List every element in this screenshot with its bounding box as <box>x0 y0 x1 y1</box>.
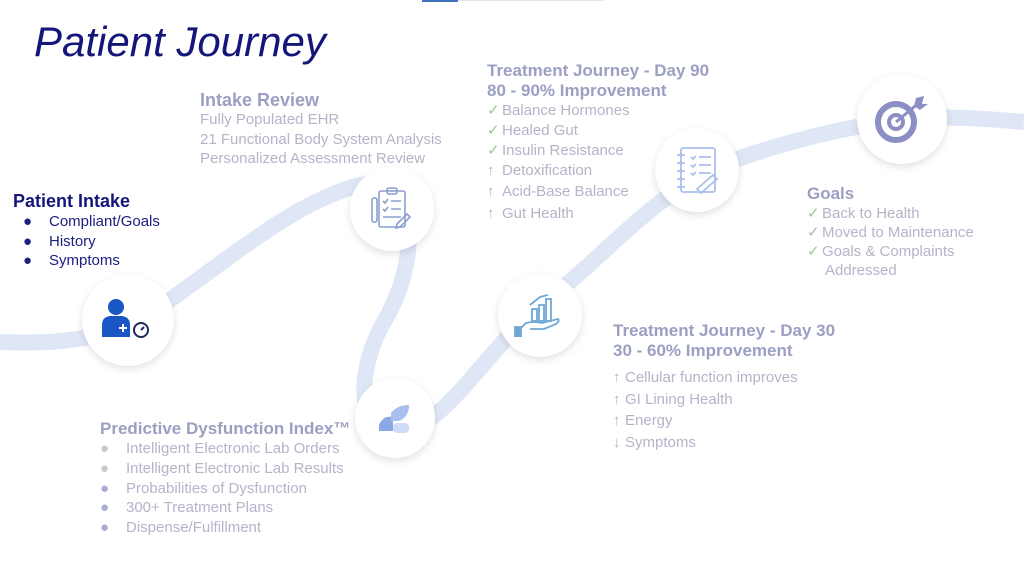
day90-heading: Treatment Journey - Day 90 <box>487 61 710 80</box>
day90-section: Treatment Journey - Day 90 80 - 90% Impr… <box>487 61 709 224</box>
intake-review-section: Intake Review Fully Populated EHR 21 Fun… <box>200 90 442 169</box>
list-item: ✓Back to Health <box>807 205 920 222</box>
predictive-section: Predictive Dysfunction Index™ ●Intellige… <box>100 419 350 538</box>
list-item: ↑GI Lining Health <box>613 389 835 411</box>
intake-review-node <box>350 167 434 251</box>
list-item: ↑Detoxification <box>487 162 593 179</box>
list-item: ●Symptoms <box>23 252 120 269</box>
list-item: ↑Acid-Base Balance <box>487 183 629 200</box>
predictive-heading: Predictive Dysfunction Index™ <box>100 419 351 438</box>
arrow-up-icon: ↑ <box>487 205 495 222</box>
predictive-node <box>355 378 435 458</box>
list-item: ●Compliant/Goals <box>23 213 160 230</box>
clipboard-icon <box>371 187 412 230</box>
check-icon: ✓ <box>487 122 500 139</box>
list-item: ↑Cellular function improves <box>613 367 835 389</box>
intake-review-heading: Intake Review <box>200 90 320 110</box>
leaf-hand-icon <box>379 405 409 433</box>
day90-node <box>655 128 739 212</box>
patient-intake-node <box>82 274 174 366</box>
patient-intake-heading: Patient Intake <box>13 191 131 211</box>
day30-section: Treatment Journey - Day 30 30 - 60% Impr… <box>613 321 835 453</box>
list-item: Fully Populated EHR <box>200 111 340 128</box>
list-item: ✓Healed Gut <box>487 122 578 139</box>
day30-subheading: 30 - 60% Improvement <box>613 341 793 360</box>
goals-section: Goals ✓Back to Health ✓Moved to Maintena… <box>807 184 974 280</box>
arrow-up-icon: ↑ <box>613 412 621 429</box>
day30-node <box>498 273 582 357</box>
top-indicator <box>422 0 458 2</box>
arrow-up-icon: ↑ <box>487 162 495 179</box>
goals-heading: Goals <box>807 184 855 203</box>
list-item: ●Intelligent Electronic Lab Results <box>100 459 344 477</box>
check-icon: ✓ <box>807 224 820 241</box>
list-item: ●300+ Treatment Plans <box>100 499 274 517</box>
list-item: ✓Goals & Complaints <box>807 243 955 260</box>
list-item: ↑Energy <box>613 410 835 432</box>
day30-heading: Treatment Journey - Day 30 <box>613 321 836 340</box>
check-icon: ✓ <box>487 142 500 159</box>
page-title: Patient Journey <box>34 18 326 65</box>
check-icon: ✓ <box>807 243 820 260</box>
arrow-up-icon: ↑ <box>487 183 495 200</box>
list-item: ✓Moved to Maintenance <box>807 224 974 241</box>
target-icon <box>875 96 928 143</box>
checklist-icon <box>677 147 719 195</box>
check-icon: ✓ <box>487 102 500 119</box>
arrow-up-icon: ↑ <box>613 369 621 386</box>
check-icon: ✓ <box>807 205 820 222</box>
list-item: ●Probabilities of Dysfunction <box>100 479 307 497</box>
day90-subheading: 80 - 90% Improvement <box>487 81 667 100</box>
list-item: Personalized Assessment Review <box>200 150 426 167</box>
list-item: ↑Gut Health <box>487 205 574 222</box>
top-indicator-track <box>458 0 603 1</box>
list-item: ●Dispense/Fulfillment <box>100 519 262 537</box>
list-item: 21 Functional Body System Analysis <box>200 130 442 148</box>
arrow-down-icon: ↓ <box>613 433 621 451</box>
arrow-up-icon: ↑ <box>613 390 621 408</box>
patient-intake-section: Patient Intake ●Compliant/Goals ●History… <box>13 190 160 271</box>
list-item: ●History <box>23 232 96 250</box>
list-item: ✓Insulin Resistance <box>487 142 624 159</box>
list-item: ●Intelligent Electronic Lab Orders <box>100 440 340 457</box>
list-item-continuation: Addressed <box>825 262 897 279</box>
doctor-icon <box>102 299 149 338</box>
list-item: ↓Symptoms <box>613 432 835 454</box>
growth-chart-hand-icon <box>514 294 560 337</box>
list-item: ✓Balance Hormones <box>487 102 630 119</box>
goals-node <box>857 74 947 164</box>
